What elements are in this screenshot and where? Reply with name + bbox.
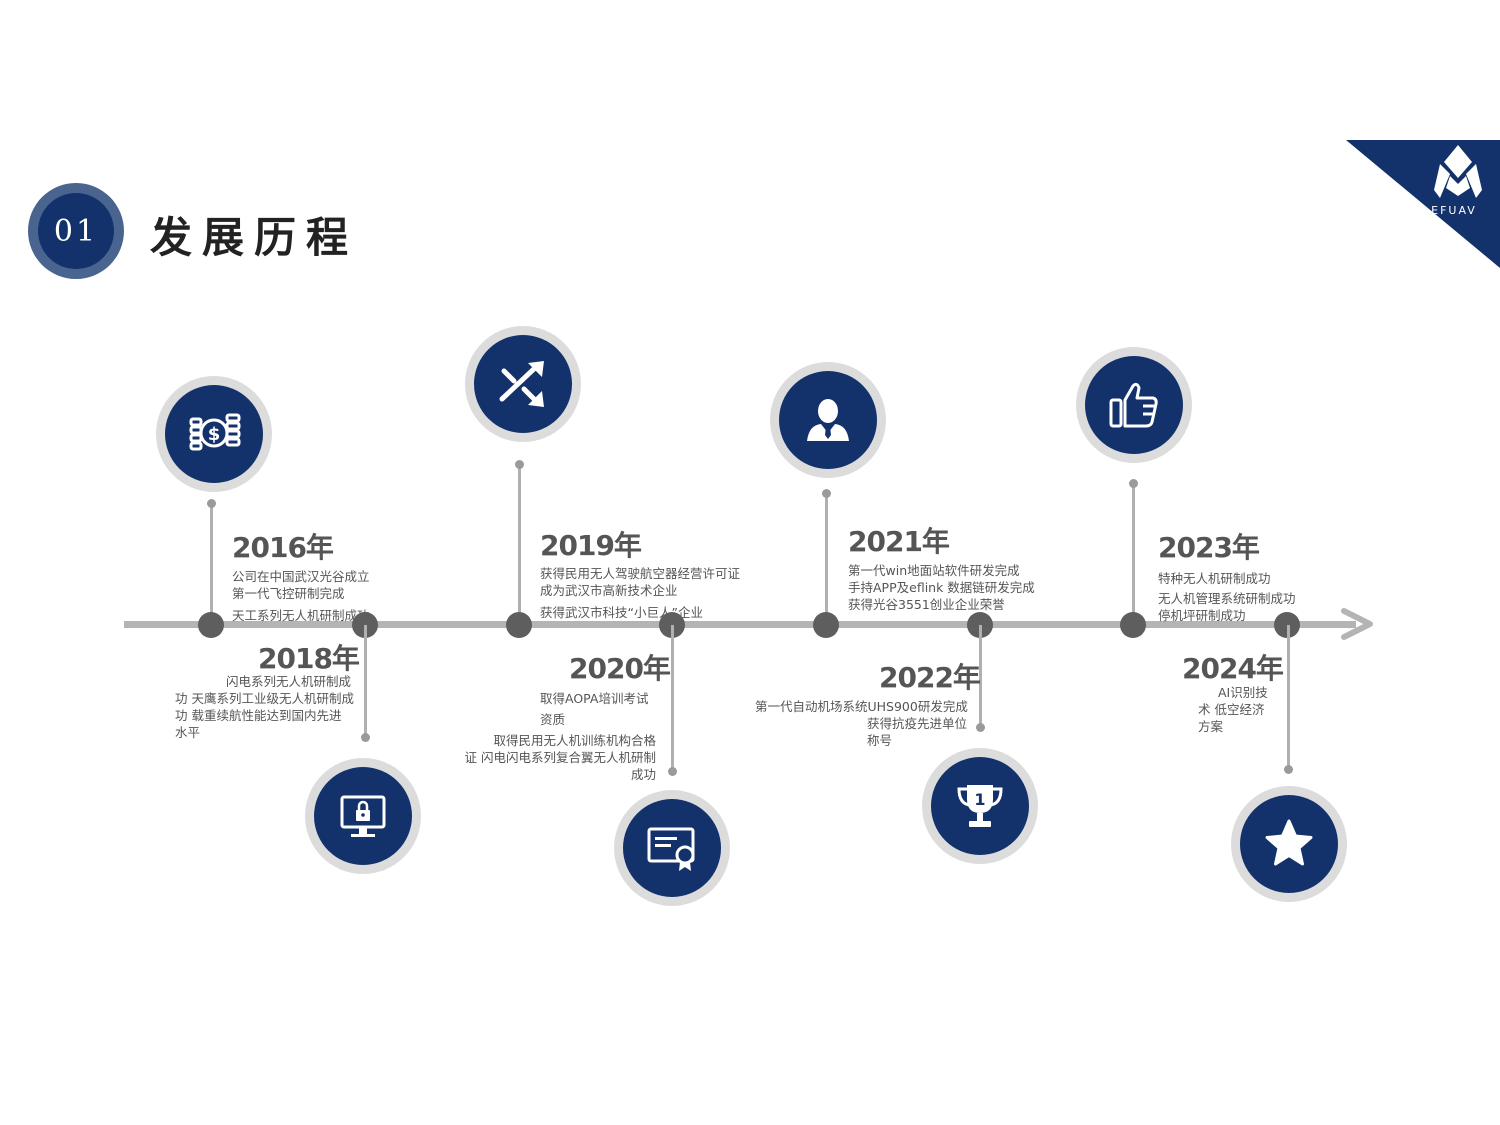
stem-end-2023 [1129, 479, 1138, 488]
desc-line: 获得武汉市科技“小巨人”企业 [540, 605, 703, 620]
stem-2024 [1287, 625, 1290, 769]
money-coins-icon: $ [189, 413, 241, 451]
stem-2020 [671, 625, 674, 771]
milestone-icon-2021 [770, 362, 886, 478]
milestone-desc-2024: AI识别技 术 低空经济 方案 [1198, 684, 1278, 735]
timeline-dot-2021 [813, 612, 839, 638]
logo-text: EFUAV [1431, 204, 1477, 217]
page-title: 发展历程 [150, 213, 359, 262]
stem-end-2018 [361, 733, 370, 742]
desc-line: 第一代win地面站软件研发完成 [848, 563, 1020, 578]
thumbs-up-icon [1109, 382, 1158, 428]
milestone-desc-2022: 第一代自动机场系统UHS900研发完成 获得抗疫先进单位 称号 [755, 698, 970, 749]
desc-line: 成为武汉市高新技术企业 [540, 583, 678, 598]
desc-line: AI识别技 [1218, 685, 1268, 700]
stem-2022 [979, 625, 982, 727]
timeline-arrow-icon [1341, 608, 1373, 640]
milestone-icon-2018 [305, 758, 421, 874]
milestone-year-2018: 2018年 [258, 642, 360, 675]
shuffle-arrows-icon [499, 361, 544, 407]
milestone-year-2022: 2022年 [879, 661, 981, 694]
milestone-year-2020: 2020年 [569, 652, 671, 685]
milestone-icon-2022: 1 [922, 748, 1038, 864]
milestone-year-2016: 2016年 [232, 531, 334, 564]
timeline-dot-2019 [506, 612, 532, 638]
milestone-desc-2021: 第一代win地面站软件研发完成 手持APP及eflink 数据链研发完成 获得光… [848, 562, 1068, 613]
desc-line: 成功 [630, 767, 656, 782]
section-number-badge: 01 [28, 183, 124, 279]
desc-line: 闪电系列无人机研制成 [226, 674, 352, 689]
desc-line: 公司在中国武汉光谷成立 [232, 569, 370, 584]
desc-line: 称号 [867, 733, 893, 748]
desc-line: 取得AOPA培训考试 [540, 691, 649, 706]
corner-logo: EFUAV [1346, 140, 1500, 268]
desc-line: 术 低空经济 [1198, 702, 1265, 717]
desc-line: 取得民用无人机训练机构合格 [493, 733, 656, 748]
trophy-icon: 1 [957, 785, 1003, 827]
stem-2018 [364, 625, 367, 737]
desc-line: 证 闪电闪电系列复合翼无人机研制 [464, 750, 656, 765]
desc-line: 方案 [1198, 719, 1224, 734]
milestone-year-2023: 2023年 [1158, 531, 1260, 564]
desc-line: 获得民用无人驾驶航空器经营许可证 [540, 566, 741, 581]
milestone-year-2021: 2021年 [848, 525, 950, 558]
milestone-desc-2018: 闪电系列无人机研制成 功 天鹰系列工业级无人机研制成 功 载重续航性能达到国内先… [175, 673, 355, 741]
milestone-desc-2023: 特种无人机研制成功 无人机管理系统研制成功 停机坪研制成功 [1158, 570, 1328, 624]
desc-line: 功 天鹰系列工业级无人机研制成 [175, 691, 354, 706]
milestone-icon-2024 [1231, 786, 1347, 902]
desc-line: 特种无人机研制成功 [1158, 571, 1271, 586]
star-icon [1265, 819, 1313, 866]
timeline-axis [124, 621, 1356, 628]
desc-line: 第一代自动机场系统UHS900研发完成 [755, 699, 968, 714]
milestone-desc-2016: 公司在中国武汉光谷成立 第一代飞控研制完成 天工系列无人机研制成功 [232, 568, 402, 624]
milestone-desc-2020: 取得AOPA培训考试 资质 取得民用无人机训练机构合格 证 闪电闪电系列复合翼无… [460, 690, 656, 783]
stem-end-2016 [207, 499, 216, 508]
desc-line: 无人机管理系统研制成功 [1158, 591, 1296, 606]
desc-line: 第一代飞控研制完成 [232, 586, 345, 601]
desc-line: 水平 [175, 725, 201, 740]
desc-line: 资质 [540, 712, 566, 727]
desc-line: 获得抗疫先进单位 [867, 716, 968, 731]
section-number: 01 [38, 193, 114, 269]
monitor-lock-icon [340, 795, 386, 837]
stem-end-2019 [515, 460, 524, 469]
efuav-mark-icon [1434, 145, 1482, 198]
milestone-desc-2019: 获得民用无人驾驶航空器经营许可证 成为武汉市高新技术企业 获得武汉市科技“小巨人… [540, 565, 760, 621]
timeline-dot-2023 [1120, 612, 1146, 638]
stem-2023 [1132, 483, 1135, 625]
stem-end-2021 [822, 489, 831, 498]
certificate-icon [647, 827, 695, 871]
stem-end-2020 [668, 767, 677, 776]
stem-2021 [825, 493, 828, 625]
desc-line: 天工系列无人机研制成功 [232, 608, 370, 623]
svg-text:$: $ [208, 424, 221, 445]
stem-2016 [210, 503, 213, 625]
milestone-icon-2020 [614, 790, 730, 906]
svg-text:1: 1 [974, 790, 985, 809]
milestone-year-2019: 2019年 [540, 529, 642, 562]
stem-end-2024 [1284, 765, 1293, 774]
desc-line: 功 载重续航性能达到国内先进 [175, 708, 342, 723]
milestone-icon-2019 [465, 326, 581, 442]
timeline-dot-2016 [198, 612, 224, 638]
stem-2019 [518, 464, 521, 625]
milestone-icon-2016: $ [156, 376, 272, 492]
desc-line: 获得光谷3551创业企业荣誉 [848, 597, 1005, 612]
stem-end-2022 [976, 723, 985, 732]
milestone-icon-2023 [1076, 347, 1192, 463]
person-icon [807, 399, 849, 441]
milestone-year-2024: 2024年 [1182, 652, 1284, 685]
desc-line: 手持APP及eflink 数据链研发完成 [848, 580, 1035, 595]
desc-line: 停机坪研制成功 [1158, 608, 1246, 623]
